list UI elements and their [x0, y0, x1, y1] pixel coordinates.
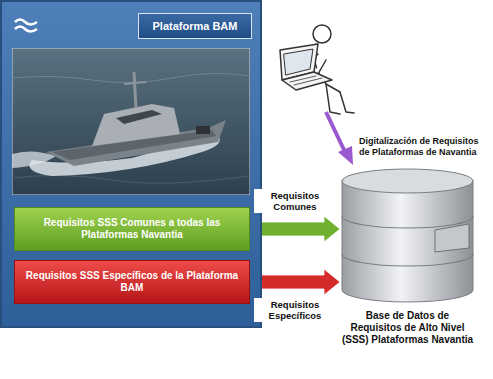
navantia-logo-symbol [12, 14, 40, 34]
block-arrow [250, 269, 340, 295]
platform-panel: Plataforma BAM Requisitos SSS Comunes a t… [0, 0, 262, 328]
box-text: Requisitos SSS Específicos de la Platafo… [25, 270, 239, 294]
arrow-label: Requisitos Comunes [254, 189, 336, 213]
illustration-caption: Digitalización de Requisitos de Platafor… [359, 136, 489, 158]
specific-requirements-box: Requisitos SSS Específicos de la Platafo… [14, 260, 250, 304]
database-cylinder [340, 168, 475, 303]
box-text: Requisitos SSS Comunes a todas las Plata… [25, 217, 239, 241]
digitizing-arrow [326, 112, 353, 165]
person-laptop-illustration [280, 25, 354, 114]
platform-header: Plataforma BAM [138, 13, 252, 39]
arrow-label: Requisitos Específicos [254, 298, 336, 322]
database-label: Base de Datos de Requisitos de Alto Nive… [340, 310, 475, 346]
ship-photo [12, 48, 250, 195]
common-requirements-box: Requisitos SSS Comunes a todas las Plata… [14, 207, 250, 251]
block-arrow [250, 216, 340, 242]
database-node: Base de Datos de Requisitos de Alto Nive… [340, 168, 475, 368]
